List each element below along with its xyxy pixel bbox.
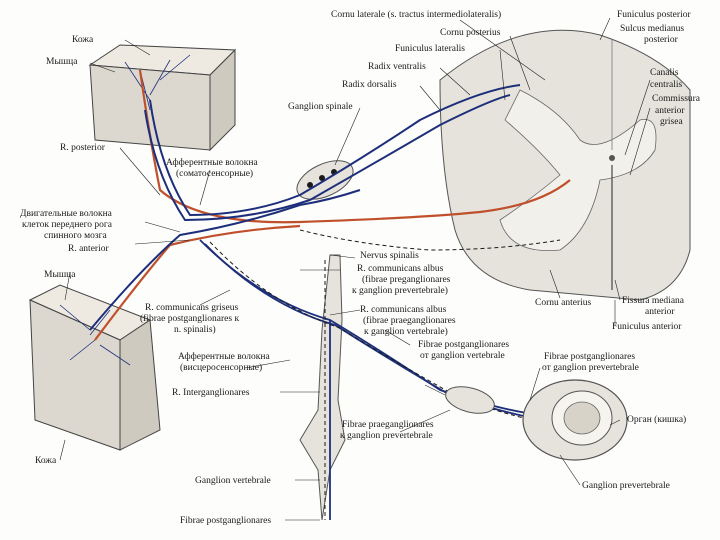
label-fibrae-postgang: Fibrae postganglionares [180,516,272,526]
label-rca2-1: R. communicans albus [360,305,447,315]
label-r-posterior: R. posterior [60,143,105,153]
label-dvig-1: Двигательные волокна [20,209,112,219]
label-cornu-laterale: Cornu laterale (s. tractus intermediolat… [331,10,502,20]
label-rca1-2: (fibrae preganglionares [362,275,451,285]
leader-lines [59,17,651,521]
top-nerve-endings [124,54,191,111]
sympathetic-dashed [209,229,561,520]
label-radix-ventralis: Radix ventralis [368,62,426,72]
label-cornu-anterius: Cornu anterius [535,298,592,308]
label-gang-vert: Ganglion vertebrale [195,476,271,486]
label-funiculus-anterior: Funiculus anterior [612,322,682,332]
label-funiculus-posterior: Funiculus posterior [617,10,691,20]
canalis-centralis [609,155,615,161]
label-kozha-bottom: Кожа [35,456,57,466]
label-fpost-v-1: Fibrae postganglionares [418,340,510,350]
label-fprae-1: Fibrae praeganglionares [342,420,434,430]
label-dvig-3: спинного мозга [44,231,107,241]
label-rca2-3: к ganglion vertebrale) [364,327,448,337]
label-radix-dorsalis: Radix dorsalis [342,80,397,90]
label-rca1-3: к ganglion prevertebrale) [352,286,448,296]
ganglion-cells [307,169,337,188]
label-fissura-1: Fissura mediana [622,296,685,306]
ganglion-prevertebrale [445,386,495,414]
label-rcg-1: R. communicans griseus [145,303,239,313]
label-cornu-posterius: Cornu posterius [440,28,501,38]
label-rca1-1: R. communicans albus [357,264,444,274]
label-dvig-2: клеток переднего рога [22,220,113,230]
label-organ: Орган (кишка) [627,415,687,425]
label-myshtsa-bottom: Мышца [44,270,76,280]
label-funiculus-lateralis: Funiculus lateralis [395,44,465,54]
label-commissura: Commissura [652,94,701,104]
block-bottom-side [119,319,161,451]
organ-intestine [522,379,628,461]
label-grisea: grisea [660,117,683,127]
afferent-fibers [89,84,521,331]
label-aff-soma-2: (соматосенсорные) [176,169,254,179]
label-myshtsa-top: Мышца [46,57,78,67]
label-aff-visc-1: Афферентные волокна [178,352,270,362]
label-canalis: Canalis [650,68,679,78]
label-aff-soma-1: Афферентные волокна [166,158,258,168]
label-fpost-p-2: от ganglion prevertebrale [542,363,639,373]
label-gang-prevert: Ganglion prevertebrale [582,481,670,491]
label-centralis: centralis [650,80,683,90]
label-ganglion-spinale: Ganglion spinale [288,102,353,112]
label-rcg-2: (fibrae postganglionares к [140,314,240,324]
label-aff-visc-2: (висцеросенсорные) [180,363,263,373]
label-fissura-2: anterior [645,307,675,317]
label-fprae-2: к ganglion prevertebrale [340,431,433,441]
label-fpost-v-2: от ganglion vertebrale [420,351,505,361]
label-r-anterior: R. anterior [68,244,109,254]
label-sulcus-posterior: posterior [644,35,678,45]
label-fpost-p-1: Fibrae postganglionares [544,352,636,362]
label-r-intergang: R. Intergangliоnares [172,388,250,398]
bottom-nerve-endings [59,304,131,366]
label-sulcus-medianus: Sulcus medianus [620,24,685,34]
label-rca2-2: (fibrae praeganglionares [363,316,456,326]
grey-matter [499,89,657,252]
label-anterior: anterior [655,106,685,116]
block-top-side [209,48,236,152]
label-nervus-spinalis: Nervus spinalis [360,251,419,261]
label-kozha-top: Кожа [72,35,94,45]
label-rcg-3: n. spinalis) [174,325,216,335]
